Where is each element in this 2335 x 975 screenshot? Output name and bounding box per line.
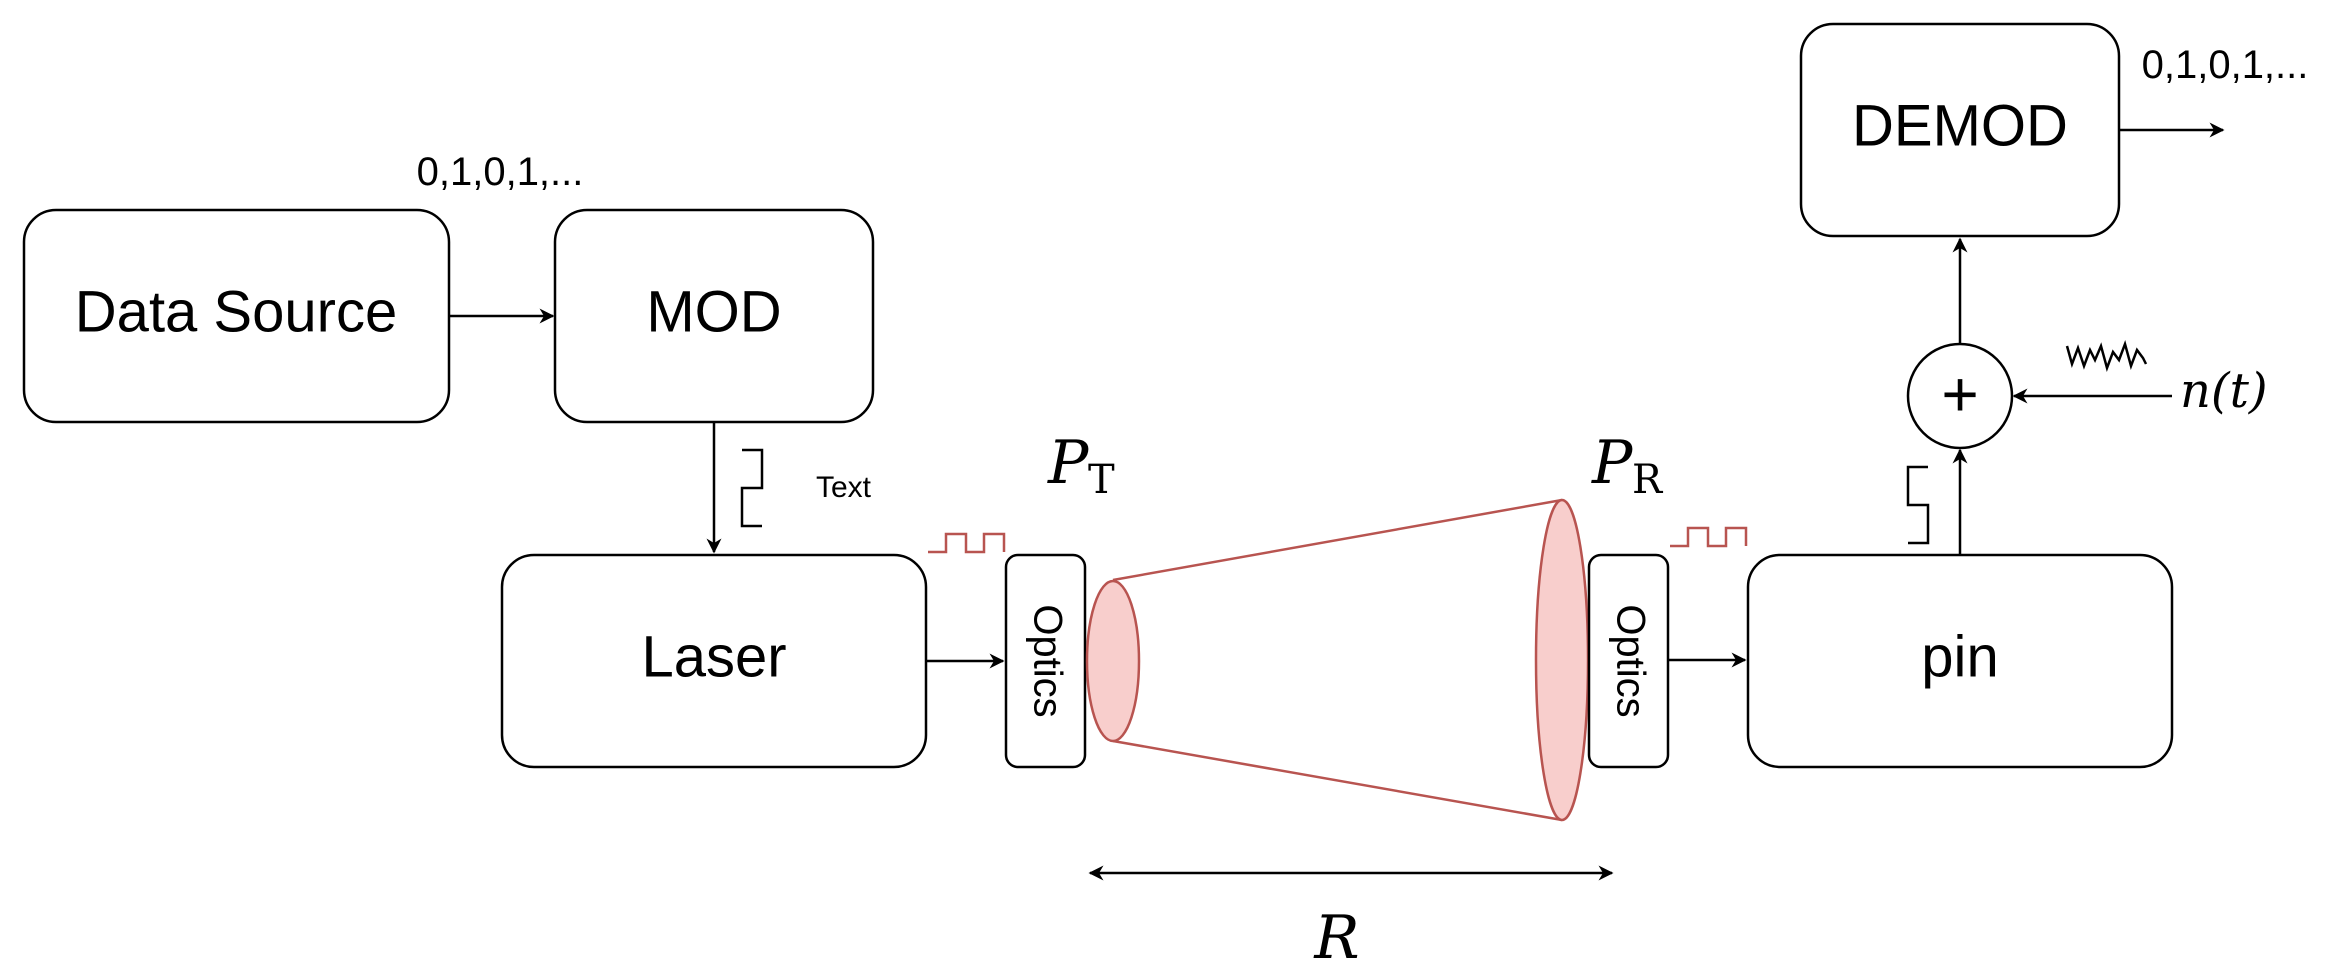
noise-label: n(t) (2180, 363, 2268, 419)
pt-label: P T (1047, 428, 1115, 503)
noise-waveform-icon (2065, 339, 2148, 373)
optics-rx-block: Optics (1587, 553, 1670, 769)
laser-label: Laser (641, 624, 786, 689)
svg-text:R: R (1632, 457, 1664, 503)
optics-tx-block: Optics (1004, 553, 1087, 769)
mod-block: MOD (553, 208, 875, 424)
data-source-label: Data Source (75, 279, 397, 344)
adder-node: + (1906, 342, 2014, 450)
optics-tx-label: Optics (1025, 604, 1069, 717)
adder-symbol: + (1941, 358, 1978, 430)
svg-text:T: T (1088, 457, 1115, 503)
laser-block: Laser (500, 553, 928, 769)
drive-pulse-icon (740, 448, 764, 528)
beam-aperture-tx (1085, 579, 1141, 743)
range-label: R (1313, 903, 1359, 973)
pin-label: pin (1921, 624, 1998, 689)
photocurrent-pulse-icon (1906, 465, 1930, 545)
bits-output-label: 0,1,0,1,... (2142, 43, 2309, 87)
pulse-text-label: Text (816, 471, 872, 504)
svg-text:P: P (1591, 428, 1634, 498)
bits-input-label: 0,1,0,1,... (417, 150, 584, 194)
data-source-block: Data Source (22, 208, 451, 424)
demod-label: DEMOD (1852, 93, 2068, 158)
optical-pulse-rx-icon (1670, 526, 1748, 548)
demod-block: DEMOD (1799, 22, 2121, 238)
optical-pulse-tx-icon (928, 532, 1006, 554)
mod-label: MOD (646, 279, 781, 344)
beam-aperture-rx (1534, 498, 1590, 822)
optics-rx-label: Optics (1608, 604, 1652, 717)
pin-block: pin (1746, 553, 2174, 769)
beam-cone (1085, 498, 1590, 822)
pr-label: P R (1591, 428, 1664, 503)
svg-text:P: P (1047, 428, 1090, 498)
